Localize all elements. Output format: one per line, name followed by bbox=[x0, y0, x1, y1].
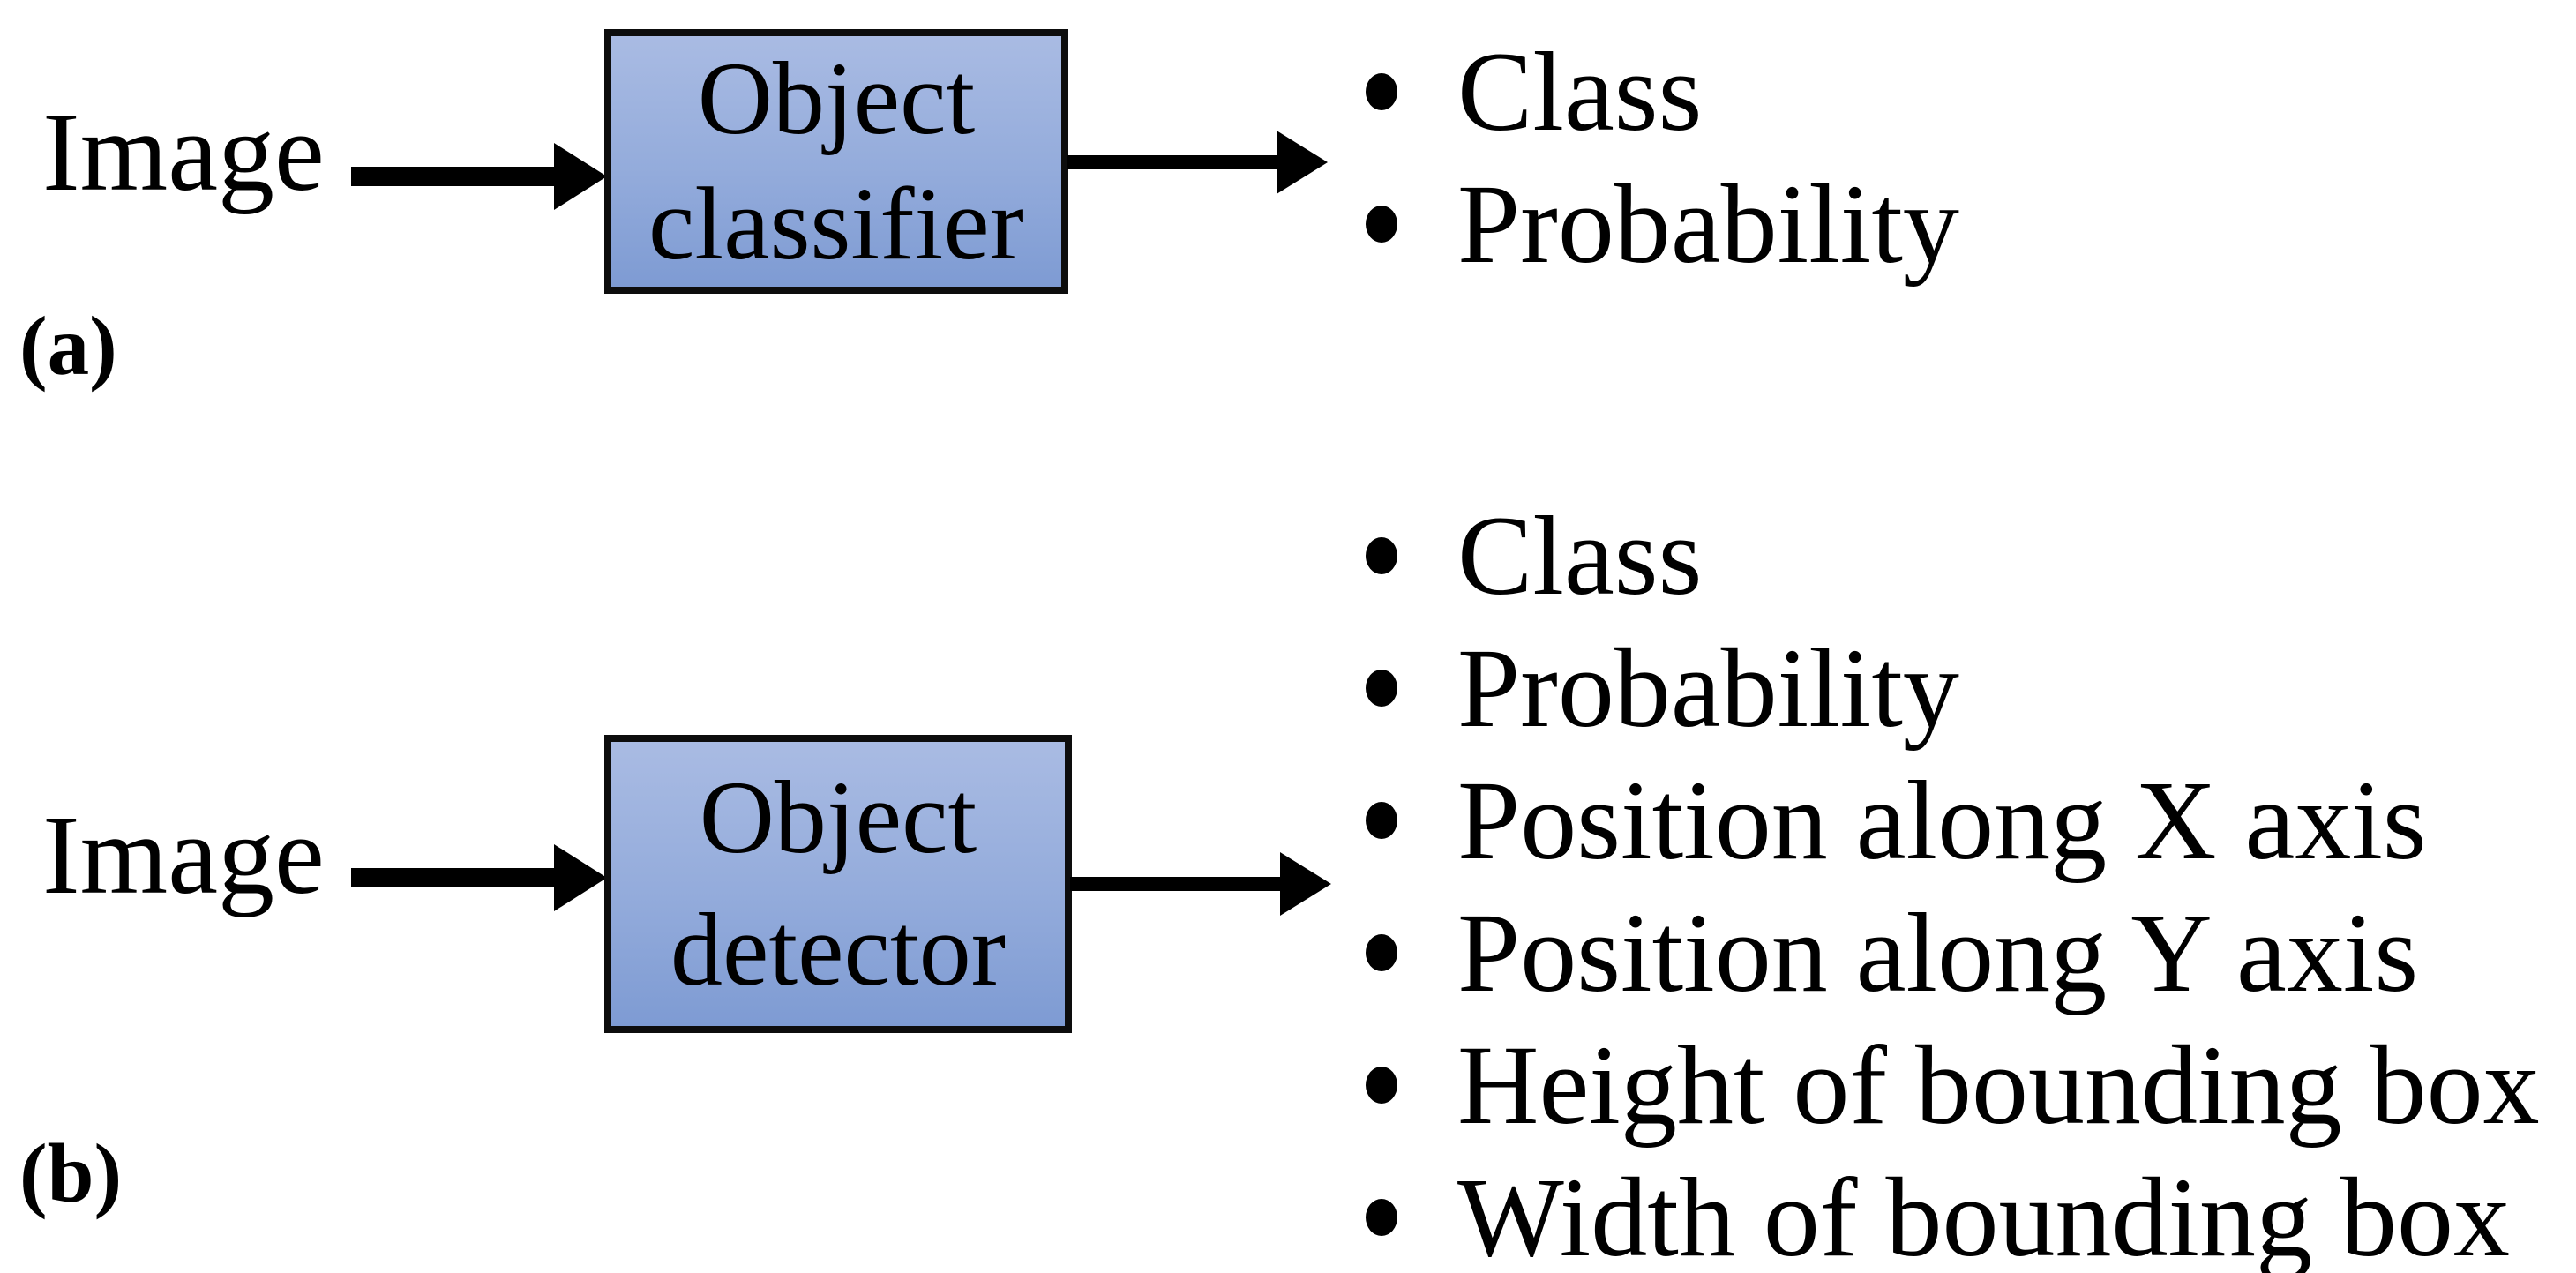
object-classifier-box: Object classifier bbox=[604, 29, 1068, 294]
object-detector-box: Object detector bbox=[604, 735, 1072, 1033]
output-list-a: Class Probability bbox=[1366, 26, 1959, 290]
arrow-right-icon bbox=[554, 844, 607, 911]
box-label-line2: classifier bbox=[648, 166, 1024, 281]
output-item-label: Probability bbox=[1457, 625, 1959, 751]
output-item-label: Position along X axis bbox=[1457, 758, 2427, 883]
bullet-dot-icon bbox=[1366, 206, 1397, 243]
arrow-shaft-icon bbox=[1067, 155, 1278, 169]
input-image-label-b: Image bbox=[42, 792, 325, 917]
bullet-dot-icon bbox=[1366, 934, 1397, 971]
output-item-label: Position along Y axis bbox=[1457, 890, 2419, 1015]
list-item: Position along Y axis bbox=[1366, 887, 2540, 1019]
output-item-label: Height of bounding box bbox=[1457, 1022, 2540, 1148]
bullet-dot-icon bbox=[1366, 537, 1397, 574]
output-item-label: Class bbox=[1457, 493, 1703, 618]
list-item: Probability bbox=[1366, 158, 1959, 290]
arrow-right-icon bbox=[554, 143, 607, 210]
output-item-label: Class bbox=[1457, 29, 1703, 154]
output-item-label: Probability bbox=[1457, 161, 1959, 287]
list-item: Height of bounding box bbox=[1366, 1019, 2540, 1151]
bullet-dot-icon bbox=[1366, 73, 1397, 110]
box-label-line1: Object bbox=[697, 41, 976, 156]
list-item: Position along X axis bbox=[1366, 754, 2540, 887]
list-item: Probability bbox=[1366, 622, 2540, 754]
arrow-shaft-icon bbox=[351, 868, 556, 887]
bullet-dot-icon bbox=[1366, 670, 1397, 707]
input-image-label-a: Image bbox=[42, 89, 325, 214]
panel-a-label: (a) bbox=[19, 299, 117, 393]
list-item: Class bbox=[1366, 26, 1959, 158]
bullet-dot-icon bbox=[1366, 1067, 1397, 1104]
arrow-right-icon bbox=[1277, 131, 1328, 194]
arrow-shaft-icon bbox=[1070, 877, 1282, 891]
box-label-line1: Object bbox=[699, 760, 977, 875]
arrow-right-icon bbox=[1280, 852, 1331, 916]
box-label-line2: detector bbox=[670, 892, 1006, 1007]
panel-b-label: (b) bbox=[19, 1127, 123, 1220]
output-item-label: Width of bounding box bbox=[1457, 1155, 2510, 1273]
bullet-dot-icon bbox=[1366, 1199, 1397, 1236]
output-list-b: Class Probability Position along X axis … bbox=[1366, 490, 2540, 1273]
list-item: Width of bounding box bbox=[1366, 1151, 2540, 1273]
bullet-dot-icon bbox=[1366, 802, 1397, 839]
arrow-shaft-icon bbox=[351, 167, 556, 186]
list-item: Class bbox=[1366, 490, 2540, 622]
